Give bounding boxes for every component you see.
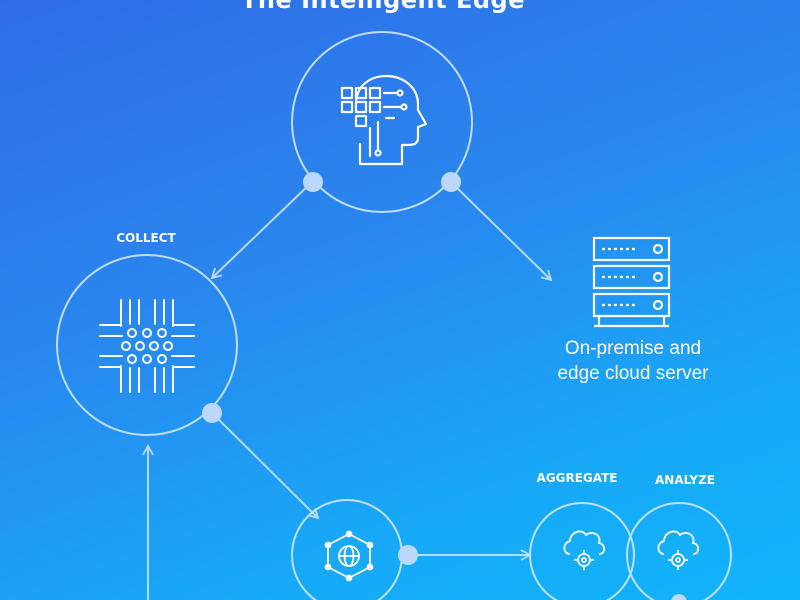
hub-node-circle bbox=[291, 499, 403, 600]
cloud-gear-icon bbox=[657, 530, 700, 570]
circuit-chip-icon bbox=[99, 299, 195, 393]
connector-dot bbox=[671, 594, 687, 600]
network-globe-icon bbox=[324, 530, 374, 582]
cloud-gear-icon bbox=[563, 530, 606, 570]
collect-label: COLLECT bbox=[116, 231, 176, 245]
analyze-label: ANALYZE bbox=[655, 473, 715, 487]
ai-head-icon bbox=[340, 74, 428, 166]
brain-node-circle bbox=[291, 31, 473, 213]
connector-dot bbox=[441, 172, 461, 192]
connector-brain-to-collect bbox=[210, 181, 313, 280]
collect-node-circle bbox=[56, 254, 238, 436]
connector-dot bbox=[202, 403, 222, 423]
aggregate-label: AGGREGATE bbox=[536, 471, 618, 485]
connector-collect-to-hub bbox=[211, 412, 320, 520]
diagram-title: The Intelligent Edge bbox=[241, 0, 525, 14]
aggregate-node-circle bbox=[529, 502, 635, 600]
server-caption-line: On-premise and bbox=[564, 338, 702, 359]
connector-dot bbox=[303, 172, 323, 192]
server-rack-icon bbox=[592, 236, 671, 328]
server-caption: On-premise and edge cloud server bbox=[528, 336, 738, 386]
connector-brain-to-server bbox=[450, 181, 553, 282]
server-caption-line: edge cloud server bbox=[557, 363, 709, 384]
analyze-node-circle bbox=[626, 502, 732, 600]
connector-dot bbox=[398, 545, 418, 565]
